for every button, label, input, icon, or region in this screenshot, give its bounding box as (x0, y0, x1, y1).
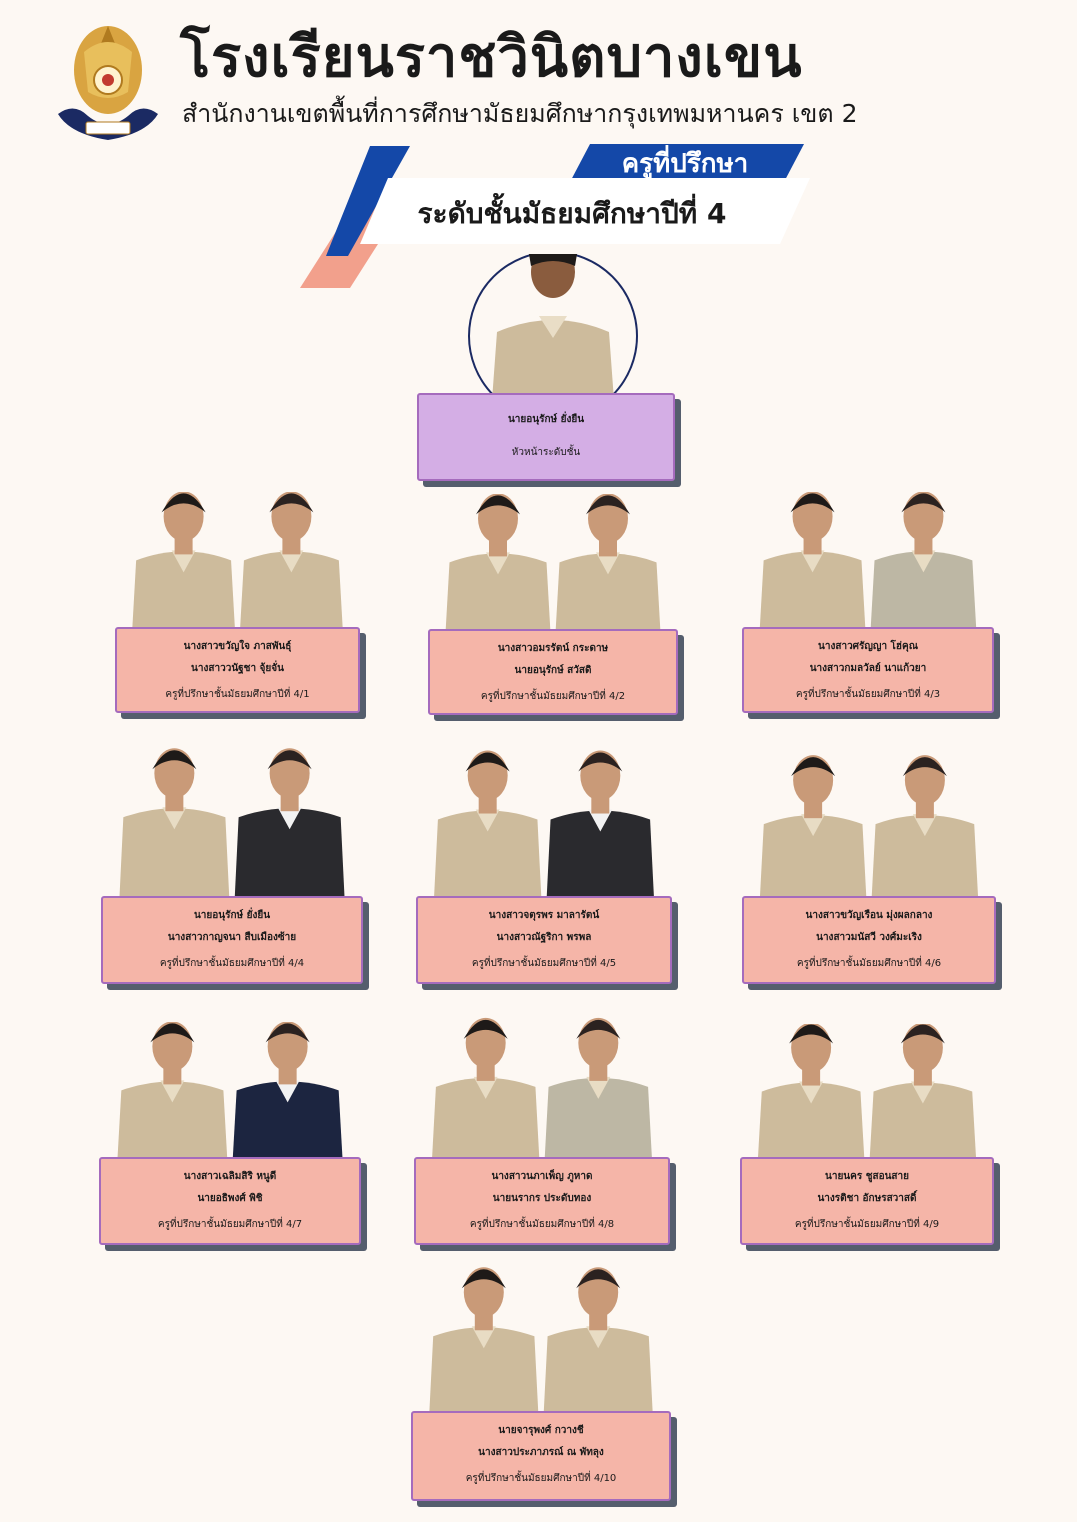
teacher-photo-2 (870, 492, 977, 631)
advisor-name: นางสาววนัฐชา จุ้ยจั่น (191, 663, 284, 674)
advisor-card: นายอนุรักษ์ ยั่งยืนนางสาวกาญจนา สืบเมือง… (101, 896, 363, 984)
advisor-name: นายอนุรักษ์ สวัสดิ (514, 665, 592, 676)
advisor-name: นางสาวประภาภรณ์ ณ พัทลุง (478, 1447, 604, 1458)
advisor-class-label: ครูที่ปรึกษาชั้นมัธยมศึกษาปีที่ 4/9 (794, 1219, 940, 1230)
teacher-photo-1 (132, 492, 236, 631)
teacher-photo-1 (431, 1017, 540, 1161)
teacher-photo-2 (869, 1024, 977, 1161)
teacher-photo-2 (239, 492, 343, 631)
head-teacher-name: นายอนุรักษ์ ยั่งยืน (507, 414, 585, 425)
teacher-photo-1 (445, 494, 551, 633)
advisor-name: นางสาวกมลวัลย์ นาแก้วยา (809, 663, 927, 674)
advisor-card: นางสาวอมรรัตน์ กระดาษนายอนุรักษ์ สวัสดิค… (428, 629, 678, 715)
teacher-photos-9 (757, 1024, 977, 1161)
advisor-card: นางสาวจตุรพร มาลารัตน์นางสาวณัฐริกา พรพล… (416, 896, 672, 984)
teacher-photo-1 (759, 492, 866, 631)
advisor-card: นางสาวขวัญเรือน มุ่งผลกลางนางสาวมนัสวี ว… (742, 896, 996, 984)
advisor-name: นางสาวศรัญญา โฮ่คุณ (818, 641, 918, 652)
advisor-class-label: ครูที่ปรึกษาชั้นมัธยมศึกษาปีที่ 4/6 (796, 958, 942, 969)
advisor-class-label: ครูที่ปรึกษาชั้นมัธยมศึกษาปีที่ 4/1 (165, 689, 310, 700)
school-emblem-logo (58, 26, 158, 140)
banner-decoration (300, 144, 810, 288)
advisor-name: นางสาวขวัญเรือน มุ่งผลกลาง (805, 910, 933, 921)
advisor-name: นายนรากร ประดับทอง (492, 1193, 592, 1204)
teacher-photo-1 (429, 1267, 539, 1415)
school-name: โรงเรียนราชวินิตบางเขน (180, 25, 803, 90)
advisor-name: นายอนุรักษ์ ยั่งยืน (193, 910, 271, 921)
advisor-class-label: ครูที่ปรึกษาชั้นมัธยมศึกษาปีที่ 4/5 (471, 958, 617, 969)
teacher-photo-2 (232, 1022, 343, 1161)
advisor-name: นางสาวมนัสวี วงศ์มะเริง (816, 932, 922, 943)
teacher-photo-2 (544, 1017, 653, 1161)
advisor-name: นางสาวณัฐริกา พรพล (496, 932, 592, 943)
teacher-photos-7 (117, 1022, 343, 1161)
head-teacher-role: หัวหน้าระดับชั้น (511, 447, 581, 458)
teacher-photos-2 (445, 494, 661, 633)
advisor-card: นางสาวนภาเพ็ญ ภูหาดนายนรากร ประดับทองครู… (414, 1157, 670, 1245)
teacher-photos-3 (759, 492, 977, 631)
advisor-name: นางสาวกาญจนา สืบเมืองซ้าย (167, 932, 297, 943)
advisor-card: นายจารุพงศ์ กวางชีนางสาวประภาภรณ์ ณ พัทล… (411, 1411, 671, 1501)
advisor-card: นางสาวขวัญใจ ภาสพันธุ์นางสาววนัฐชา จุ้ยจ… (115, 627, 360, 713)
teacher-photos-6 (759, 755, 979, 900)
head-teacher-photo (468, 254, 638, 414)
advisor-name: นางสาวขวัญใจ ภาสพันธุ์ (183, 641, 292, 652)
office-name: สำนักงานเขตพื้นที่การศึกษามัธยมศึกษากรุง… (182, 99, 858, 128)
advisor-card: นางสาวศรัญญา โฮ่คุณนางสาวกมลวัลย์ นาแก้ว… (742, 627, 994, 713)
advisor-class-label: ครูที่ปรึกษาชั้นมัธยมศึกษาปีที่ 4/3 (795, 689, 941, 700)
teacher-photo-1 (759, 755, 867, 900)
teacher-photos-4 (119, 748, 345, 900)
teacher-photo-1 (757, 1024, 865, 1161)
teacher-photo-1 (119, 748, 230, 900)
advisor-class-label: ครูที่ปรึกษาชั้นมัธยมศึกษาปีที่ 4/4 (159, 958, 305, 969)
advisor-class-label: ครูที่ปรึกษาชั้นมัธยมศึกษาปีที่ 4/7 (157, 1219, 303, 1230)
grade-level-title: ระดับชั้นมัธยมศึกษาปีที่ 4 (417, 197, 727, 230)
advisor-name: นางรติชา อักษรสวาสดิ์ (817, 1193, 917, 1204)
advisor-card: นายนคร ชูสอนสายนางรติชา อักษรสวาสดิ์ครูท… (740, 1157, 994, 1245)
teacher-photos-5 (433, 750, 655, 900)
role-tag: ครูที่ปรึกษา (621, 149, 749, 179)
advisor-name: นายนคร ชูสอนสาย (825, 1171, 909, 1182)
teacher-photo-1 (117, 1022, 228, 1161)
advisor-name: นางสาวเฉลิมสิริ หนูดี (183, 1171, 277, 1182)
advisor-card: นางสาวเฉลิมสิริ หนูดีนายอธิพงศ์ พิชิครูท… (99, 1157, 361, 1245)
advisor-name: นายจารุพงศ์ กวางชี (498, 1425, 584, 1436)
advisor-class-label: ครูที่ปรึกษาชั้นมัธยมศึกษาปีที่ 4/2 (480, 691, 626, 702)
advisor-name: นายอธิพงศ์ พิชิ (197, 1193, 263, 1204)
teacher-photos-10 (429, 1267, 653, 1415)
teacher-photo-2 (234, 748, 345, 900)
advisor-class-label: ครูที่ปรึกษาชั้นมัธยมศึกษาปีที่ 4/10 (465, 1473, 617, 1484)
teacher-photos-8 (431, 1017, 653, 1161)
teacher-photos-1 (132, 492, 343, 631)
advisor-class-label: ครูที่ปรึกษาชั้นมัธยมศึกษาปีที่ 4/8 (469, 1219, 615, 1230)
head-teacher-card: นายอนุรักษ์ ยั่งยืน หัวหน้าระดับชั้น (417, 393, 675, 481)
teacher-photo-2 (871, 755, 979, 900)
teacher-photo-2 (555, 494, 661, 633)
teacher-photo-2 (546, 750, 655, 900)
teacher-photo-1 (433, 750, 542, 900)
advisor-name: นางสาวนภาเพ็ญ ภูหาด (491, 1171, 593, 1182)
advisor-name: นางสาวอมรรัตน์ กระดาษ (497, 643, 609, 654)
teacher-photo-2 (543, 1267, 653, 1415)
advisor-name: นางสาวจตุรพร มาลารัตน์ (488, 910, 600, 921)
